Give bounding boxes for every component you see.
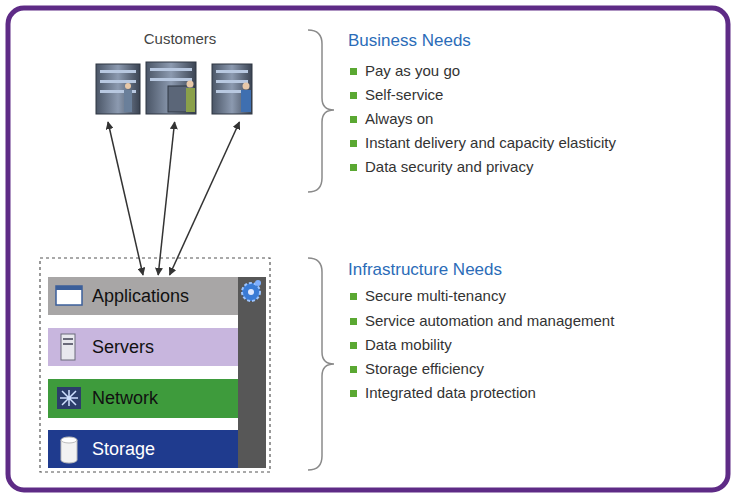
bullet-item: Integrated data protection [365, 384, 536, 402]
node-label: Customers [90, 30, 270, 47]
stack-container [40, 258, 270, 472]
network-icon [57, 387, 81, 409]
section-heading: Business Needs [348, 31, 471, 51]
gear-icon [242, 280, 261, 301]
outer-frame [8, 8, 728, 490]
layer-band: Applications [48, 277, 238, 315]
layer-band: Network [48, 379, 238, 418]
bullet-item: Self-service [365, 86, 443, 104]
customers-group: Customers [90, 30, 270, 120]
connector-arrow [108, 122, 143, 275]
bullet-item: Secure multi-tenancy [365, 287, 506, 305]
disk-icon [61, 437, 77, 463]
vertical-label: Management [278, 341, 298, 440]
bullet-item: Storage efficiency [365, 360, 484, 378]
node-label: Servers [92, 337, 154, 358]
bullet-item: Pay as you go [365, 62, 460, 80]
bullet-squares [350, 68, 357, 397]
management-bar: Management [238, 277, 266, 468]
bullet-item: Always on [365, 110, 433, 128]
window-icon [56, 286, 82, 305]
connector-arrow [158, 122, 174, 275]
bracket [308, 30, 334, 192]
layer-band: Servers [48, 328, 238, 366]
layer-band: Storage [48, 430, 238, 468]
bullet-item: Data security and privacy [365, 158, 533, 176]
connector-arrow [170, 122, 240, 275]
bullet-item: Instant delivery and capacity elasticity [365, 134, 616, 152]
node-label: Storage [92, 439, 155, 460]
bullet-item: Service automation and management [365, 312, 614, 330]
bullet-item: Data mobility [365, 336, 452, 354]
customer-servers [96, 62, 252, 114]
bracket [308, 258, 334, 470]
section-heading: Infrastructure Needs [348, 260, 502, 280]
node-label: Network [92, 388, 158, 409]
server-icon [61, 334, 75, 360]
node-label: Applications [92, 286, 189, 307]
